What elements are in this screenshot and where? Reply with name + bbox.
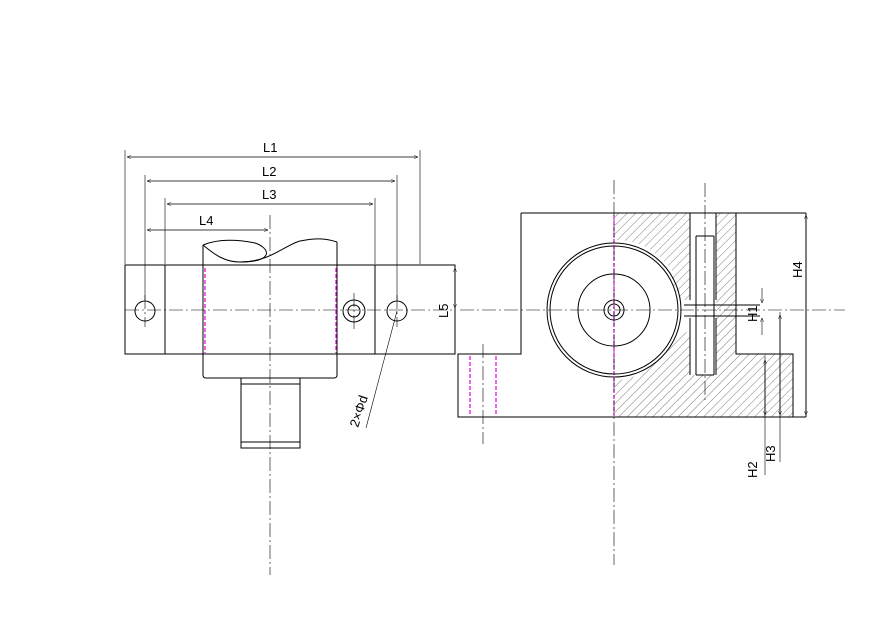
dim-label-h2: H2 [745, 461, 760, 478]
dim-label-h4: H4 [790, 261, 805, 278]
dim-label-h3: H3 [763, 445, 778, 462]
dim-label-l1: L1 [263, 140, 277, 155]
dims-horizontal: L1 L2 L3 L4 [124, 140, 421, 300]
break-line [202, 239, 267, 263]
side-view [457, 180, 845, 565]
front-view [124, 215, 456, 575]
dim-label-l3: L3 [262, 187, 276, 202]
dim-l5: L5 [436, 268, 455, 318]
dim-label-l2: L2 [262, 164, 276, 179]
dim-label-l4: L4 [199, 213, 213, 228]
hatched-section [615, 213, 690, 300]
base-plate [124, 264, 456, 355]
dims-vertical: H4 H1 H2 H3 [736, 215, 806, 478]
shaft [240, 377, 301, 449]
dim-label-l5: L5 [436, 304, 451, 318]
dim-label-h1: H1 [745, 305, 760, 322]
